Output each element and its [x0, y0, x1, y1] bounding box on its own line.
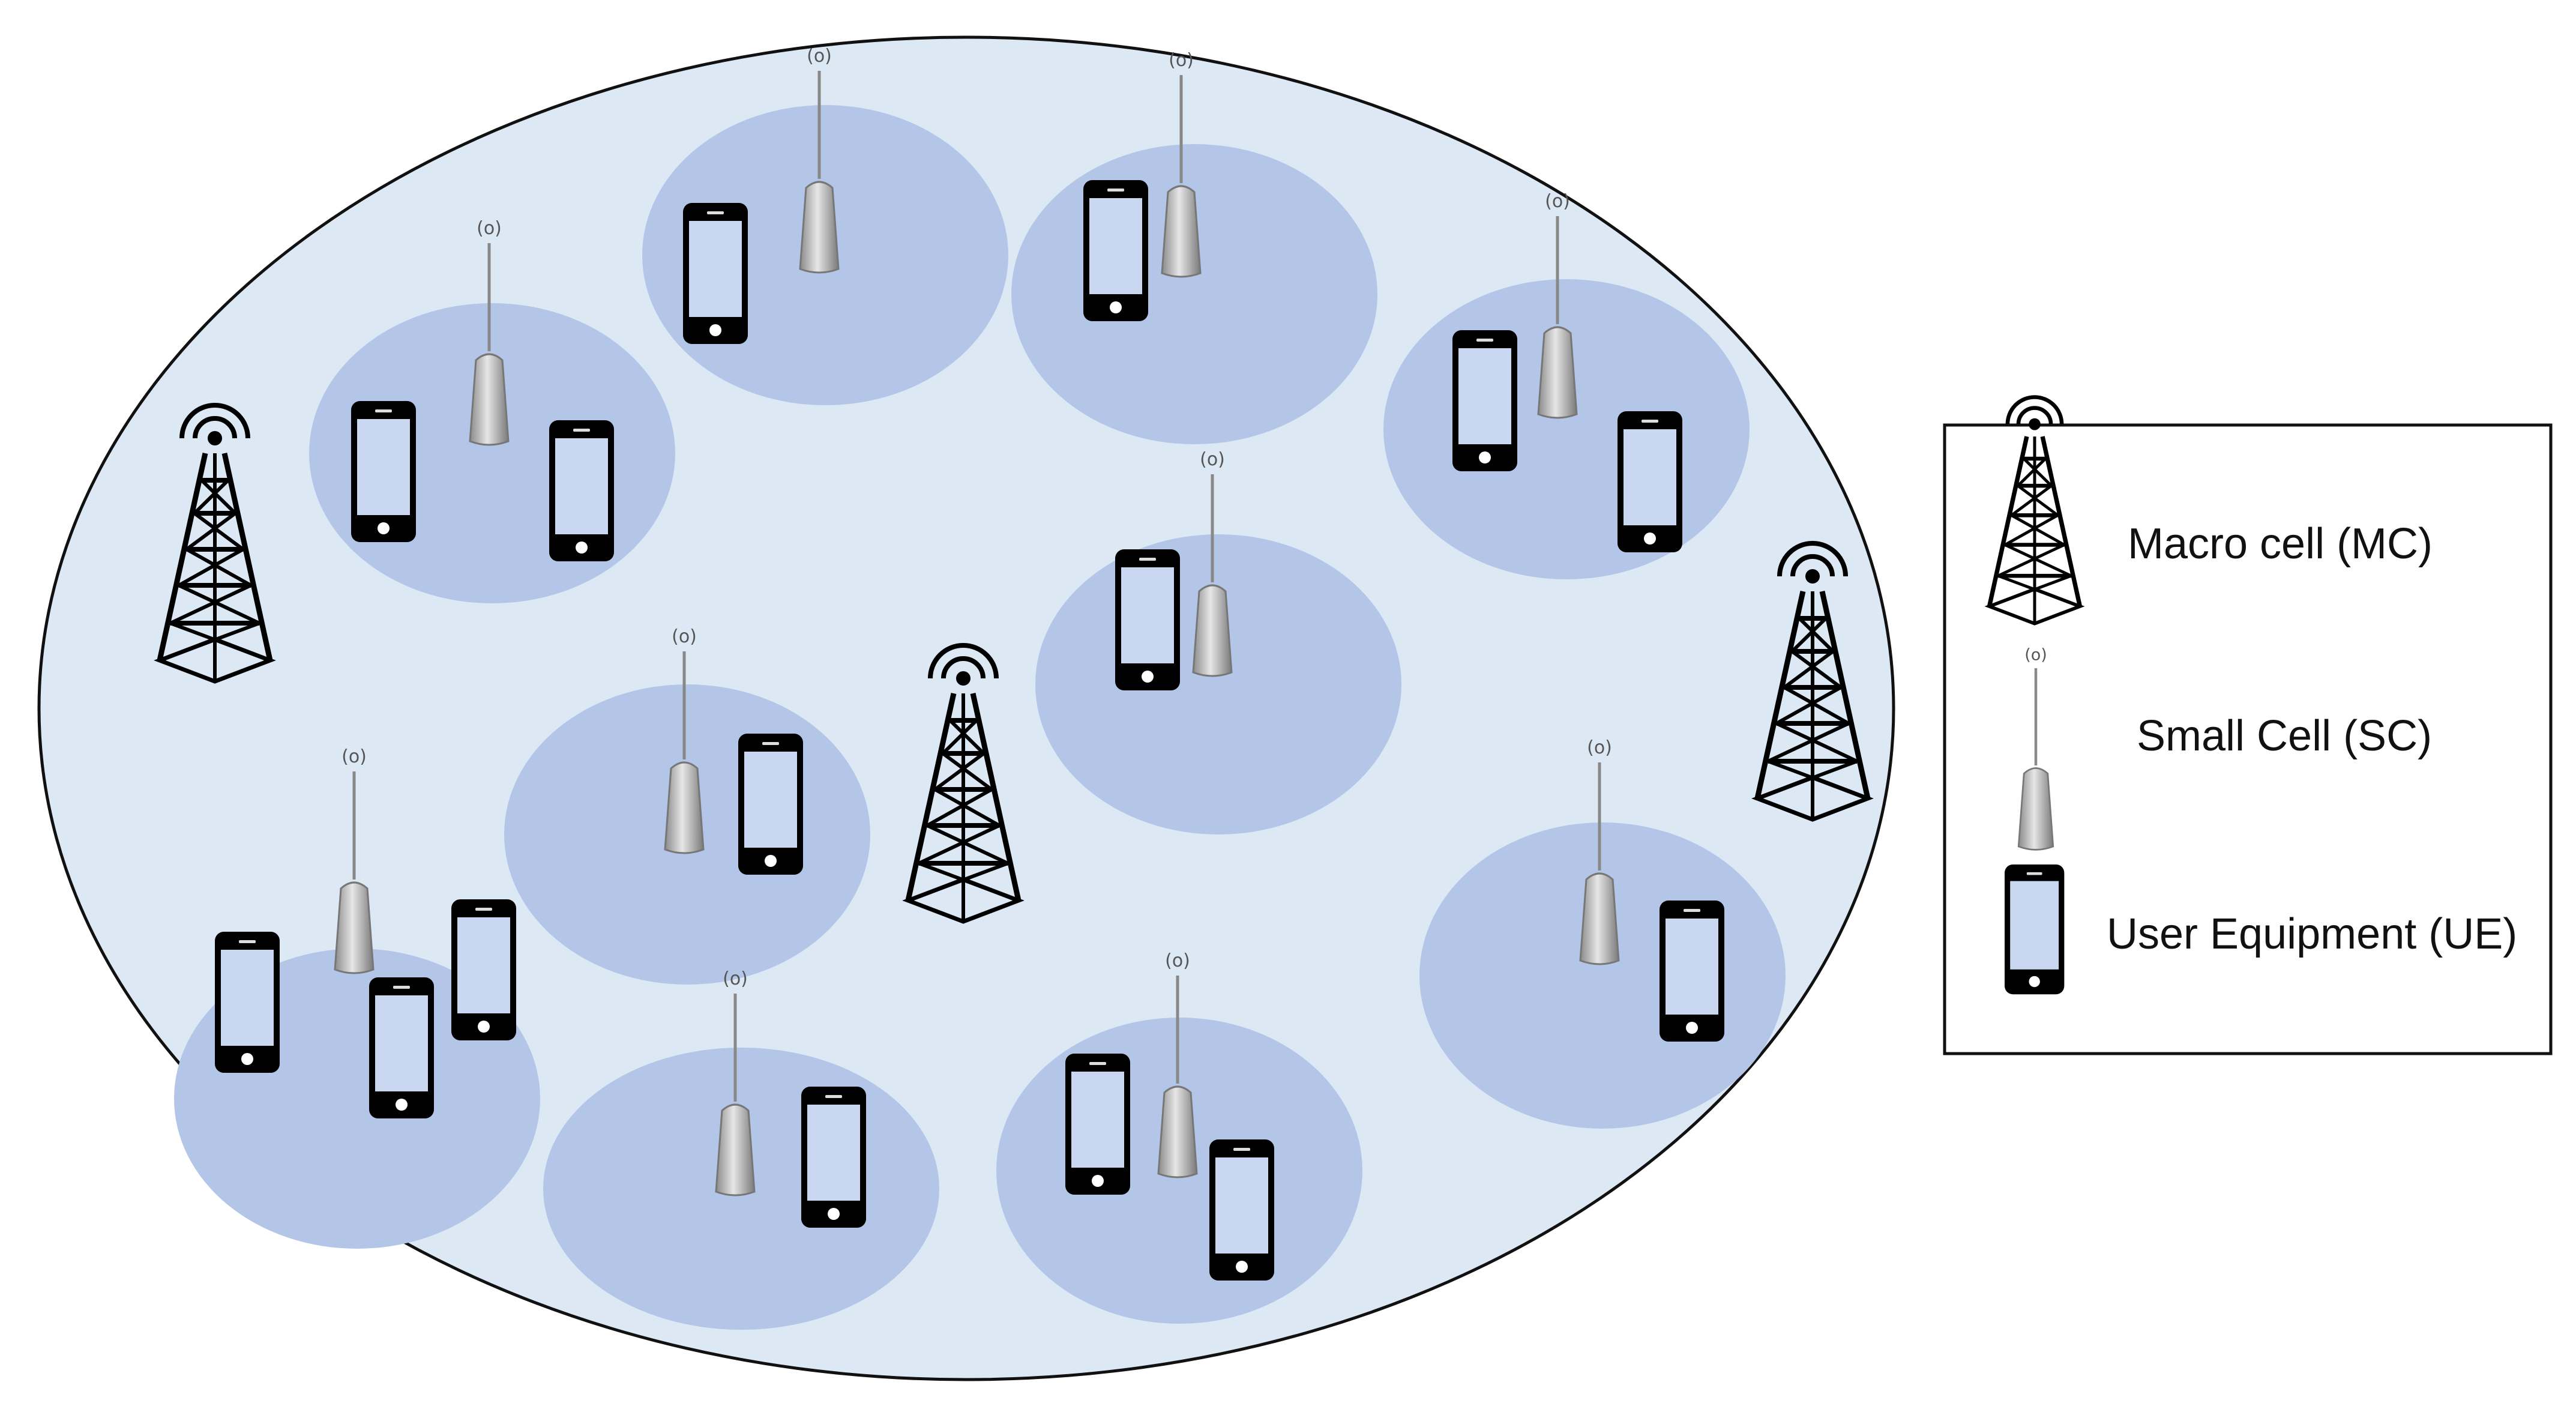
legend-label-user-equipment: User Equipment (UE): [2107, 910, 2517, 958]
user-equipment-phone-icon: [369, 977, 434, 1118]
user-equipment-phone-icon: [1065, 1054, 1130, 1195]
user-equipment-phone-icon: [1209, 1139, 1274, 1281]
user-equipment-phone-icon: [451, 899, 516, 1040]
user-equipment-phone-icon: [1660, 901, 1724, 1042]
small-cell-area: [1419, 822, 1786, 1129]
small-cell-area: [1011, 144, 1377, 444]
legend: Macro cell (MC) Small Cell (SC) User Equ…: [1943, 397, 2553, 1055]
user-equipment-phone-icon: [801, 1087, 866, 1228]
user-equipment-phone-icon: [215, 932, 280, 1073]
user-equipment-phone-icon: [683, 203, 748, 344]
user-equipment-phone-icon: [1618, 411, 1682, 552]
legend-label-small-cell: Small Cell (SC): [2137, 712, 2432, 760]
user-equipment-phone-icon: [549, 420, 614, 561]
user-equipment-phone-icon: [1083, 180, 1148, 321]
small-cell-area: [1383, 279, 1750, 579]
small-cell-area: [1035, 534, 1401, 834]
user-equipment-phone-icon: [738, 734, 803, 875]
legend-label-macro-cell: Macro cell (MC): [2128, 520, 2433, 568]
user-equipment-phone-icon: [1115, 549, 1180, 690]
user-equipment-phone-icon: [2005, 864, 2065, 995]
user-equipment-phone-icon: [351, 401, 416, 542]
user-equipment-phone-icon: [1452, 330, 1517, 471]
